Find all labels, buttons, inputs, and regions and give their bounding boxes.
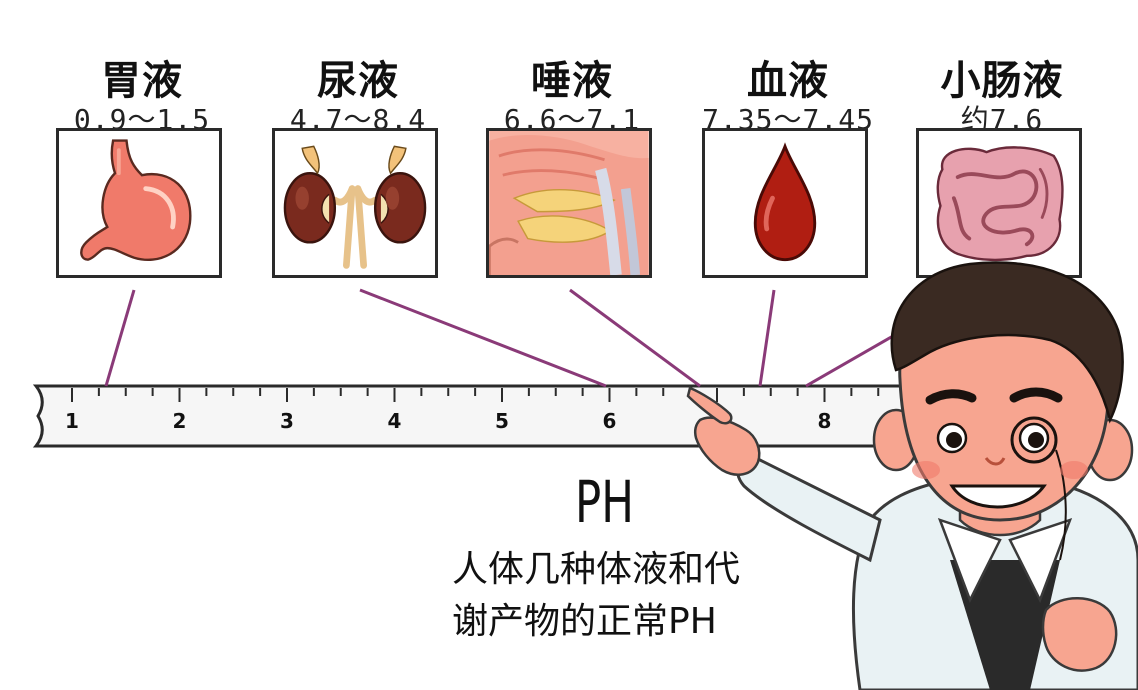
- fluid-name: 血液: [747, 58, 829, 104]
- connector-line: [758, 289, 776, 387]
- mouth-throat-icon: [489, 131, 649, 275]
- caption-line-1: 人体几种体液和代: [452, 549, 741, 590]
- small-intestine-icon: [936, 146, 1064, 262]
- ruler-tick-label: 4: [388, 409, 402, 433]
- diagram-caption: 人体几种体液和代 谢产物的正常PH: [452, 544, 832, 648]
- ruler-tick-label: 1: [65, 409, 79, 433]
- ruler-tick-label: 9: [925, 409, 939, 433]
- connector-line: [805, 330, 901, 388]
- fluid-illustration-frame: [486, 128, 652, 278]
- ruler-tick-label: 2: [173, 409, 187, 433]
- ruler-body: [32, 384, 1082, 448]
- connector-line: [104, 289, 136, 387]
- blood-drop-icon: [753, 142, 817, 262]
- connector-line: [359, 288, 607, 388]
- ruler-tick-label: 5: [495, 409, 509, 433]
- fluid-name: 唾液: [531, 58, 613, 104]
- stomach-icon: [80, 139, 192, 262]
- fluid-card-gastric: 胃液 0.9～1.5: [42, 40, 242, 290]
- kidneys-icon: [283, 145, 427, 269]
- connector-line: [569, 288, 701, 388]
- fluid-illustration-frame: [56, 128, 222, 278]
- ruler-tick-label: 8: [818, 409, 832, 433]
- caption-line-2: 谢产物的正常PH: [452, 601, 717, 642]
- fluid-name: 小肠液: [940, 58, 1064, 104]
- ruler-tick-label: 7: [710, 409, 724, 433]
- fluid-card-blood: 血液 7.35～7.45: [688, 40, 888, 290]
- ph-axis-label: PH: [575, 468, 634, 536]
- ruler-tick-label: 3: [280, 409, 294, 433]
- fluid-card-urine: 尿液 4.7～8.4: [258, 40, 458, 290]
- fluid-card-saliva: 唾液 6.6～7.1: [472, 40, 672, 290]
- fluid-name: 尿液: [317, 58, 399, 104]
- fluid-card-intestinal: 小肠液 约7.6: [902, 40, 1102, 290]
- fluid-illustration-frame: [702, 128, 868, 278]
- fluid-illustration-frame: [272, 128, 438, 278]
- fluid-illustration-frame: [916, 128, 1082, 278]
- ruler-tick-label: 6: [603, 409, 617, 433]
- fluid-name: 胃液: [101, 58, 183, 104]
